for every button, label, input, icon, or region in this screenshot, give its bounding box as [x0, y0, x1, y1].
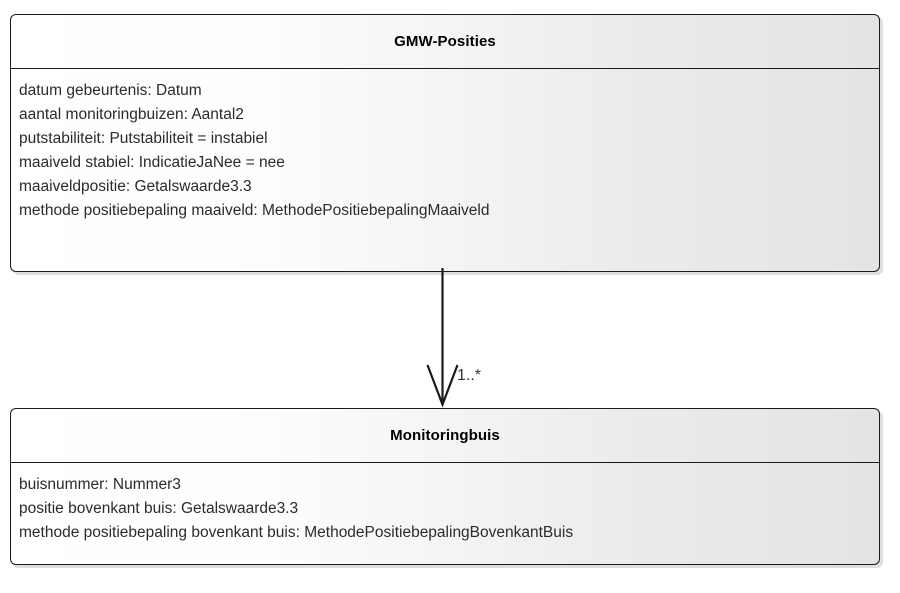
- uml-attribute: methode positiebepaling bovenkant buis: …: [19, 524, 574, 541]
- uml-attribute: positie bovenkant buis: Getalswaarde3.3: [19, 500, 299, 517]
- uml-attribute: maaiveldpositie: Getalswaarde3.3: [19, 178, 252, 195]
- uml-attribute: datum gebeurtenis: Datum: [19, 82, 202, 99]
- uml-class-name-monitoringbuis: Monitoringbuis: [11, 409, 879, 463]
- uml-class-name-gmw-posities: GMW-Posities: [11, 15, 879, 69]
- uml-class-gmw-posities[interactable]: GMW-Posities datum gebeurtenis: Datum aa…: [10, 14, 880, 272]
- uml-attribute: methode positiebepaling maaiveld: Method…: [19, 202, 490, 219]
- association-connector: [426, 268, 459, 408]
- uml-attribute-list-gmw-posities: datum gebeurtenis: Datum aantal monitori…: [11, 69, 879, 231]
- uml-attribute-list-monitoringbuis: buisnummer: Nummer3 positie bovenkant bu…: [11, 463, 879, 553]
- uml-attribute: buisnummer: Nummer3: [19, 476, 181, 493]
- uml-attribute: aantal monitoringbuizen: Aantal2: [19, 106, 244, 123]
- association-arrowhead-icon: [426, 364, 459, 408]
- uml-class-monitoringbuis[interactable]: Monitoringbuis buisnummer: Nummer3 posit…: [10, 408, 880, 565]
- uml-attribute: putstabiliteit: Putstabiliteit = instabi…: [19, 130, 268, 147]
- association-multiplicity-label: 1..*: [457, 367, 482, 384]
- uml-attribute: maaiveld stabiel: IndicatieJaNee = nee: [19, 154, 285, 171]
